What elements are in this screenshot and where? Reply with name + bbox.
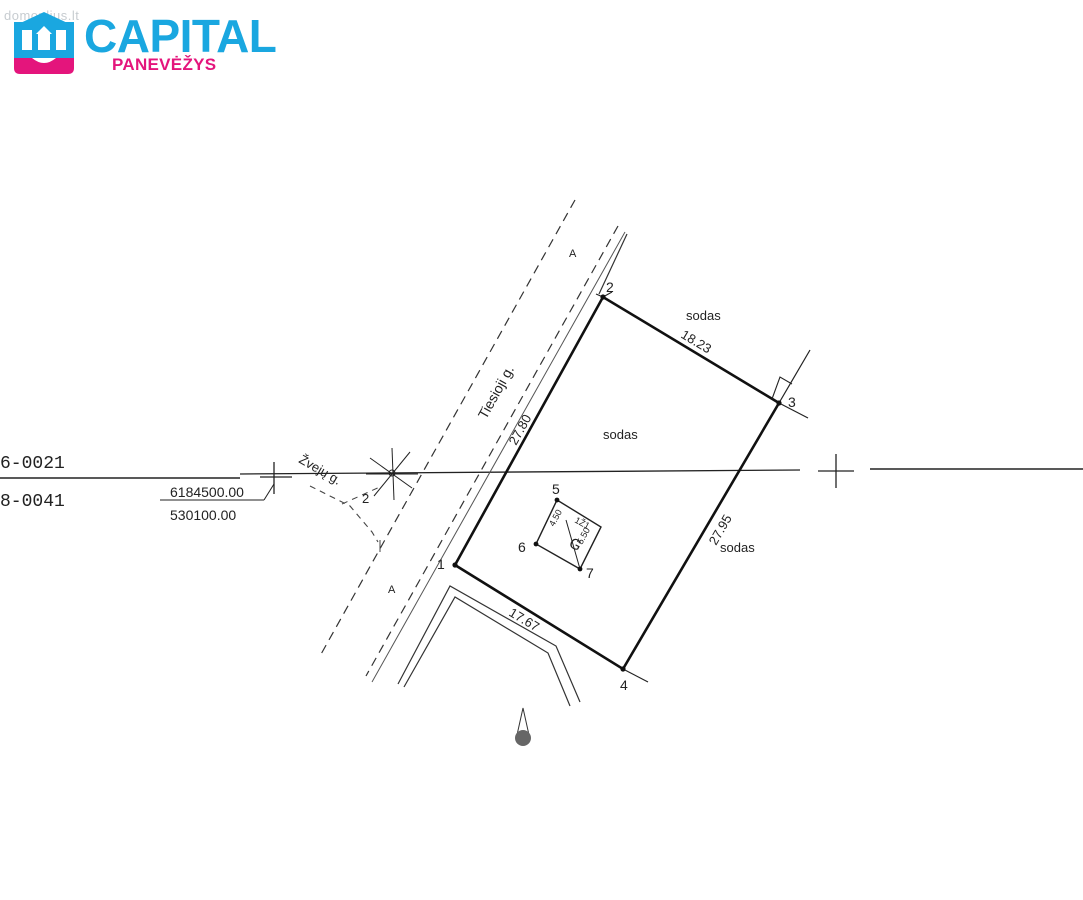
coordinate-x: 6184500.00 <box>170 484 244 500</box>
zone-mark: A <box>569 248 577 260</box>
building-point <box>577 566 583 572</box>
compass-rose-icon <box>366 447 418 501</box>
compass-label: 2 <box>362 491 369 506</box>
point-label: 5 <box>552 481 560 497</box>
building-outline <box>535 498 602 570</box>
point-label: 1 <box>437 556 445 572</box>
point-label: 4 <box>620 677 628 693</box>
land-use-label: sodas <box>686 308 721 323</box>
side-street-edge <box>341 485 383 505</box>
coordinate-leader <box>263 483 275 501</box>
parcel-point <box>776 400 782 406</box>
street-edge <box>319 199 576 657</box>
building-point <box>533 541 539 547</box>
side-street-edge <box>309 485 379 543</box>
street-name: Tiesioji g. <box>475 362 517 421</box>
building-outline <box>565 519 581 570</box>
zone-mark: A <box>388 584 396 596</box>
point-label: 7 <box>586 565 594 581</box>
building-point <box>554 497 560 503</box>
building-outline <box>535 499 558 545</box>
street-edge <box>598 233 628 295</box>
land-use-label: sodas <box>603 427 638 442</box>
north-arrow-icon <box>515 707 531 746</box>
land-use-label: sodas <box>720 540 755 555</box>
neighbour-boundary <box>778 402 809 419</box>
street-name: Žvejų g. <box>297 452 345 488</box>
neighbour-boundary <box>778 349 811 404</box>
neighbour-boundary <box>397 585 581 703</box>
coordinate-y: 530100.00 <box>170 507 236 523</box>
corner-mark <box>771 376 793 400</box>
point-label: 6 <box>518 539 526 555</box>
logo-brand: CAPITAL <box>84 10 277 62</box>
point-label: 3 <box>788 394 796 410</box>
neighbour-boundary <box>403 596 571 707</box>
parcel-point <box>452 562 458 568</box>
point-label: 2 <box>606 279 614 295</box>
left-code: 8-0041 <box>0 492 65 512</box>
capital-logo: CAPITAL PANEVĖŽYS <box>14 12 284 78</box>
grid-line <box>239 469 801 475</box>
building-dimension: 5.50 <box>575 526 592 546</box>
logo-city: PANEVĖŽYS <box>112 55 217 74</box>
building-dimension: 4.50 <box>547 508 564 528</box>
street-edge <box>371 231 626 683</box>
neighbour-boundary <box>622 668 649 683</box>
street-edge <box>365 225 619 677</box>
parcel-point <box>620 666 626 672</box>
parcel-point <box>600 294 606 300</box>
house-logo-icon <box>14 12 74 74</box>
left-code: 6-0021 <box>0 454 65 474</box>
parcel-boundary <box>453 295 781 671</box>
